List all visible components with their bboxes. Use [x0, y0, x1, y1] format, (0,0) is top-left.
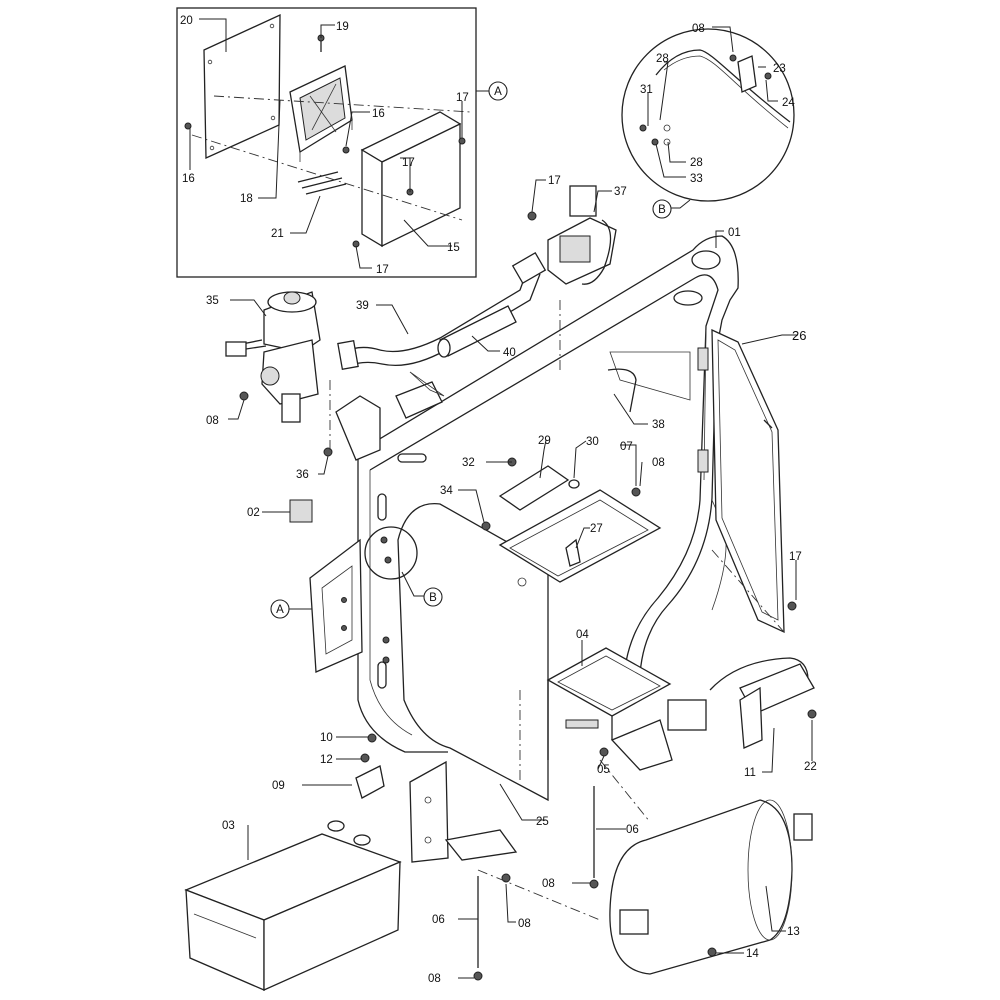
- handle: [498, 465, 570, 511]
- leader-lines: [189, 18, 813, 979]
- label-28-top: 28: [656, 53, 669, 65]
- label-08-bracket: 08: [518, 918, 531, 930]
- label-25: 25: [536, 816, 549, 828]
- label-36: 36: [296, 469, 309, 481]
- label-09: 09: [272, 780, 285, 792]
- seal-02: [289, 499, 313, 523]
- label-30: 30: [586, 436, 599, 448]
- label-08-inset-b: 08: [692, 23, 705, 35]
- label-07: 07: [620, 441, 633, 453]
- battery: [263, 861, 401, 992]
- label-06-left: 06: [432, 914, 445, 926]
- label-34: 34: [440, 485, 453, 497]
- inset-b-circle: [621, 28, 795, 202]
- label-40: 40: [503, 347, 516, 359]
- label-06-right: 06: [626, 824, 639, 836]
- lower-bracket: [409, 760, 449, 863]
- hinge: [737, 55, 757, 93]
- label-31: 31: [640, 84, 653, 96]
- label-10: 10: [320, 732, 333, 744]
- ref-a-inset-circle: [488, 81, 508, 101]
- label-02: 02: [247, 507, 260, 519]
- label-24: 24: [782, 97, 795, 109]
- ref-b-inset-circle: [652, 199, 672, 219]
- label-08-pump: 08: [206, 415, 219, 427]
- tray-lower: [546, 647, 672, 717]
- label-05: 05: [597, 764, 610, 776]
- mount-bracket: [610, 719, 673, 771]
- cover-plate: [203, 13, 281, 159]
- ref-b-frame: B: [429, 592, 437, 604]
- clips: [297, 171, 347, 195]
- air-tank: [609, 799, 793, 975]
- label-23: 23: [773, 63, 786, 75]
- control-box: [381, 122, 461, 248]
- ref-a-frame: A: [276, 604, 284, 616]
- label-39: 39: [356, 300, 369, 312]
- label-03: 03: [222, 820, 235, 832]
- label-22: 22: [804, 761, 817, 773]
- label-19: 19: [336, 21, 349, 33]
- label-17-valve: 17: [548, 175, 561, 187]
- tray-upper: [498, 489, 662, 583]
- label-27: 27: [590, 523, 603, 535]
- label-33: 33: [690, 173, 703, 185]
- sensor-block: [667, 699, 707, 731]
- label-15: 15: [447, 242, 460, 254]
- label-32: 32: [462, 457, 475, 469]
- label-16-inset: 16: [372, 108, 385, 120]
- label-29: 29: [538, 435, 551, 447]
- label-17-door: 17: [789, 551, 802, 563]
- ref-b-frame-circle: [423, 587, 443, 607]
- label-28-bottom: 28: [690, 157, 703, 169]
- label-04: 04: [576, 629, 589, 641]
- label-17-inset-bottom: 17: [376, 264, 389, 276]
- inset-a-box: [176, 7, 477, 278]
- label-01: 01: [728, 227, 741, 239]
- part-labels: 20 19 16 17 16 17 18 21 15 17 08 28 23 3…: [180, 15, 817, 985]
- label-16-left: 16: [182, 173, 195, 185]
- label-37: 37: [614, 186, 627, 198]
- label-12: 12: [320, 754, 333, 766]
- detail-b-marker: [364, 526, 418, 580]
- label-08-rod-left: 08: [428, 973, 441, 985]
- label-20: 20: [180, 15, 193, 27]
- label-38: 38: [652, 419, 665, 431]
- ref-b-inset: B: [658, 204, 666, 216]
- label-08-rod-right: 08: [542, 878, 555, 890]
- label-18: 18: [240, 193, 253, 205]
- label-21: 21: [271, 228, 284, 240]
- label-08-tray: 08: [652, 457, 665, 469]
- cover-panel: [397, 503, 549, 802]
- ref-a-inset: A: [494, 86, 502, 98]
- label-13: 13: [787, 926, 800, 938]
- label-17-inset-top: 17: [456, 92, 469, 104]
- label-35: 35: [206, 295, 219, 307]
- ref-a-frame-circle: [270, 599, 290, 619]
- label-17-inset-box: 17: [402, 157, 415, 169]
- label-26: 26: [792, 328, 806, 343]
- label-11: 11: [744, 767, 756, 779]
- bracket-a: [309, 538, 363, 673]
- label-14: 14: [746, 948, 759, 960]
